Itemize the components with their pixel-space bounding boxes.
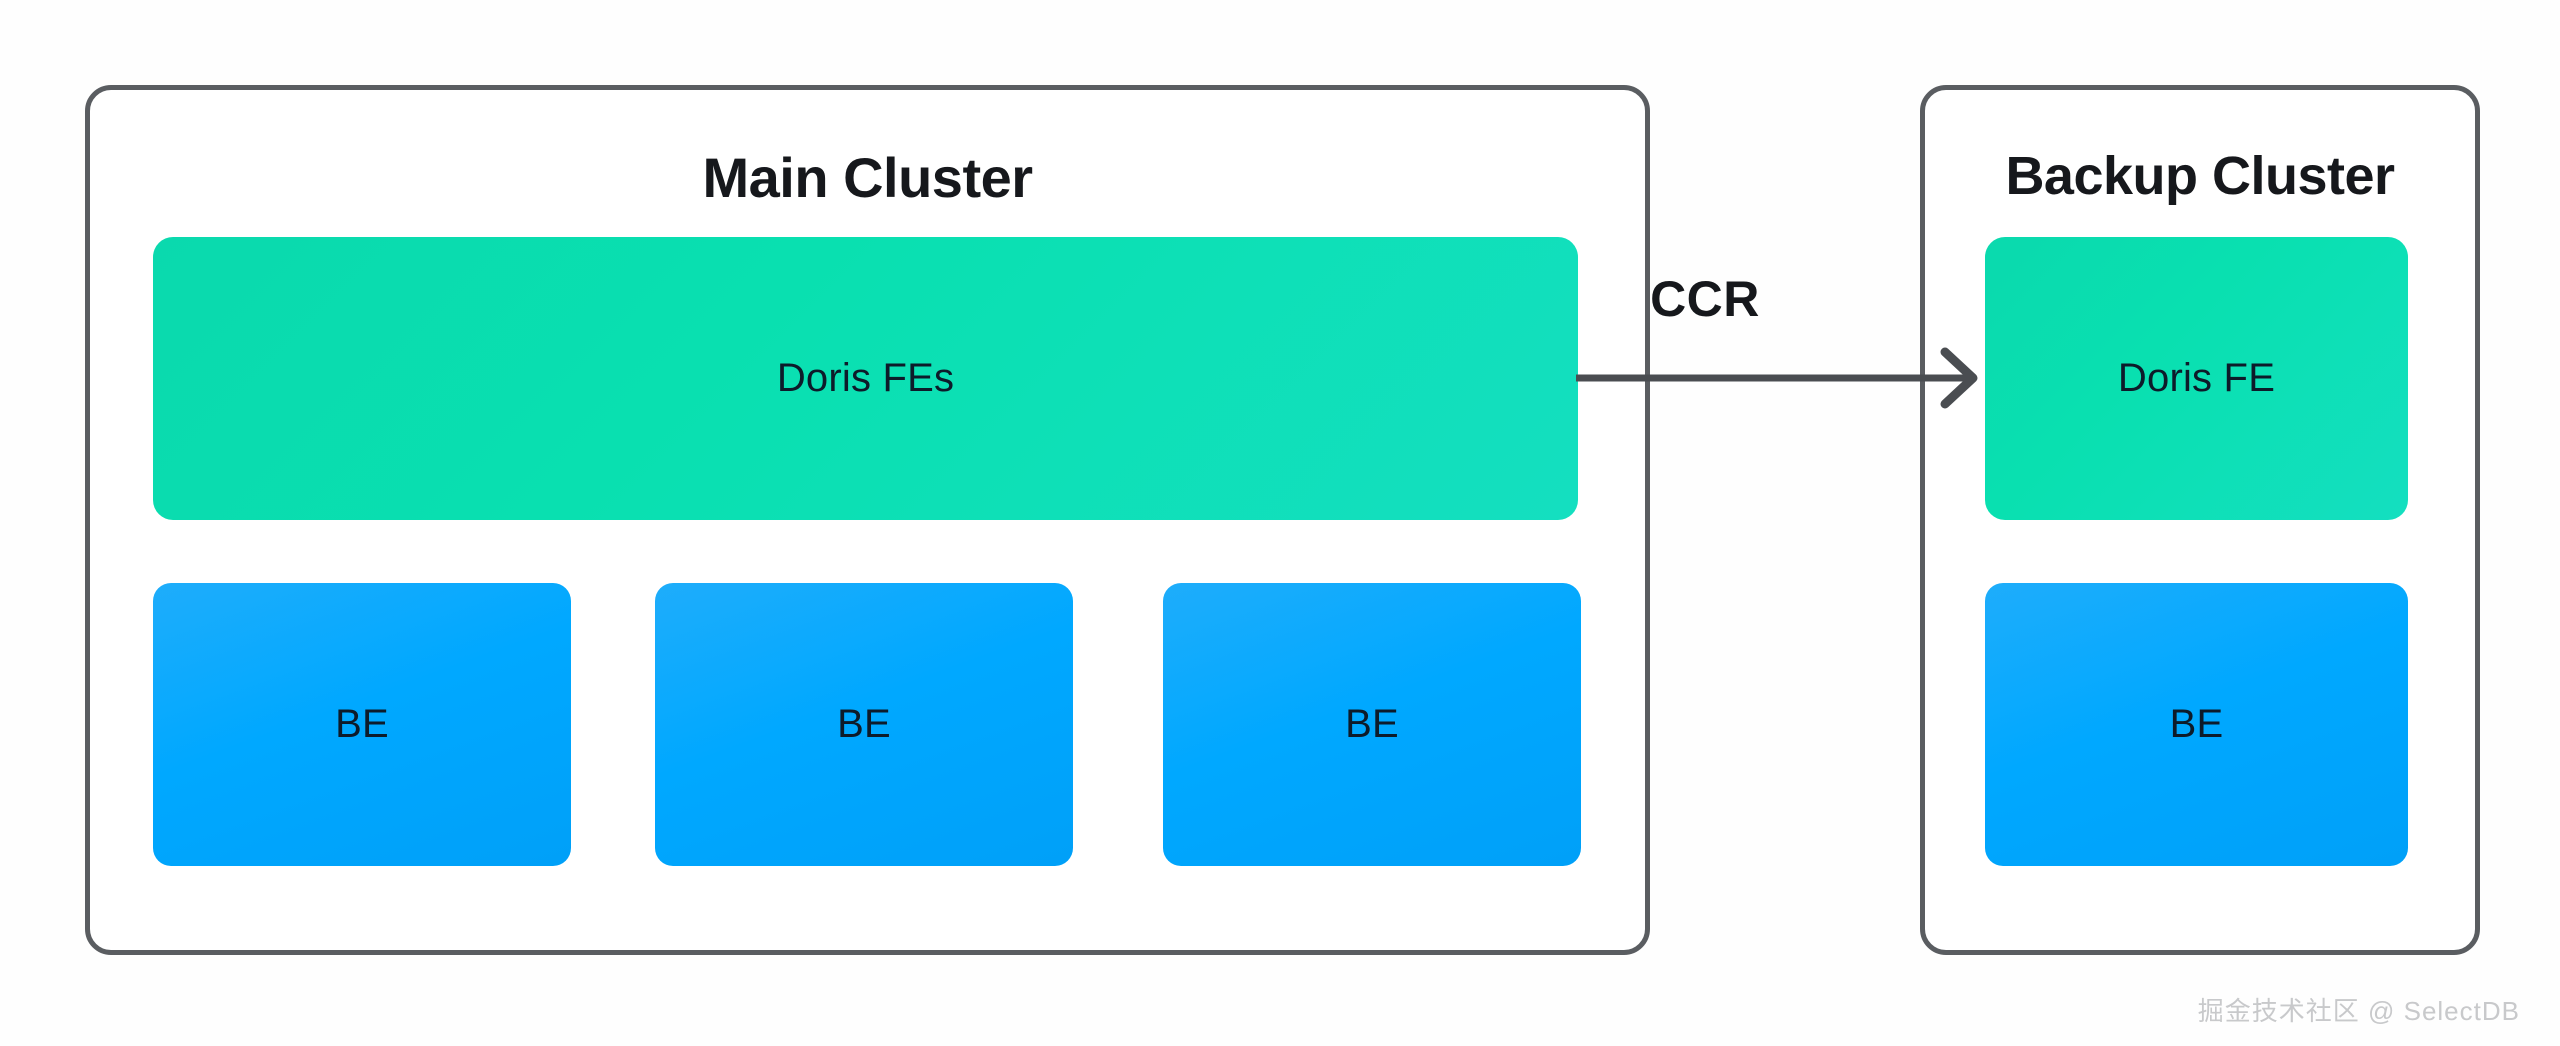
main-cluster-fe-node: Doris FEs — [153, 237, 1578, 520]
main-cluster-frame: Main Cluster Doris FEs BE BE BE — [85, 85, 1650, 955]
main-cluster-be-node-2: BE — [655, 583, 1073, 866]
main-cluster-be-label-1: BE — [335, 702, 389, 746]
main-cluster-be-label-3: BE — [1345, 702, 1399, 746]
watermark-text: 掘金技术社区 @ SelectDB — [2197, 996, 2520, 1026]
main-cluster-be-label-2: BE — [837, 702, 891, 746]
ccr-label: CCR — [1650, 271, 1760, 327]
main-cluster-title: Main Cluster — [702, 146, 1033, 209]
backup-cluster-be-node-1: BE — [1985, 583, 2408, 866]
ccr-arrow-icon — [1576, 347, 1978, 409]
ccr-connector: CCR — [1570, 270, 1990, 440]
backup-cluster-fe-label: Doris FE — [2117, 356, 2276, 400]
backup-cluster-fe-node: Doris FE — [1985, 237, 2408, 520]
backup-cluster-be-label-1: BE — [2169, 702, 2224, 746]
backup-cluster-frame: Backup Cluster Doris FE BE — [1920, 85, 2480, 955]
main-cluster-be-node-3: BE — [1163, 583, 1581, 866]
main-cluster-fe-label: Doris FEs — [776, 356, 955, 400]
backup-cluster-title: Backup Cluster — [2005, 146, 2395, 206]
main-cluster-be-node-1: BE — [153, 583, 571, 866]
